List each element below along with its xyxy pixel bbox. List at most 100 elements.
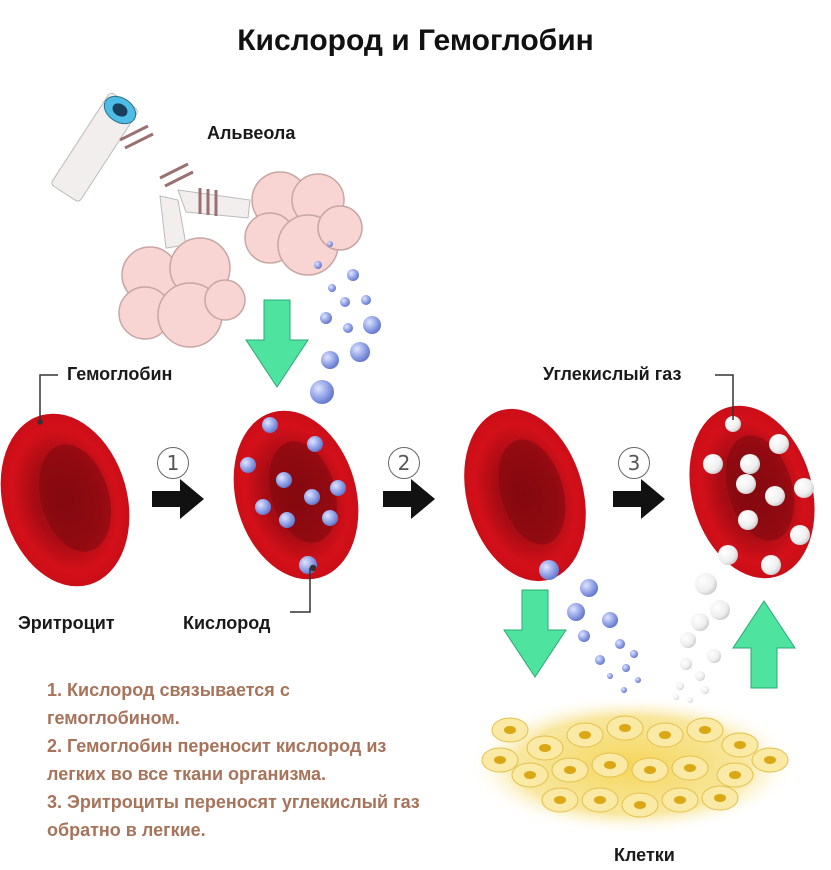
oxygen-molecule (578, 630, 590, 642)
tissue-cell-nucleus (699, 726, 711, 734)
tissue-cell-nucleus (564, 766, 576, 774)
tissue-cell-nucleus (504, 726, 516, 734)
label-co2: Углекислый газ (543, 364, 682, 384)
oxygen-molecule (304, 489, 320, 505)
co2-molecule (765, 486, 785, 506)
oxygen-molecule (340, 297, 350, 307)
leader-oxygen (290, 568, 311, 613)
description-item-1: 1. Кислород связывается с гемоглобином. (47, 680, 290, 728)
co2-molecule (687, 697, 693, 703)
co2-molecule (710, 600, 730, 620)
co2-molecule (736, 474, 756, 494)
leader-lines (37, 374, 734, 613)
oxygen-molecule (580, 579, 598, 597)
co2-molecule (740, 454, 760, 474)
oxygen-molecule (276, 472, 292, 488)
co2-molecule (701, 686, 709, 694)
co2-molecule (794, 478, 814, 498)
co2-molecule (718, 545, 738, 565)
oxygen-molecule (327, 241, 333, 247)
page-title: Кислород и Гемоглобин (237, 24, 594, 57)
oxygen-stream-to-tissue (539, 560, 641, 693)
co2-molecule (738, 510, 758, 530)
tissue-cell-nucleus (594, 796, 606, 804)
oxygen-molecule (328, 284, 336, 292)
oxygen-molecule (322, 510, 338, 526)
oxygen-molecule (310, 380, 334, 404)
oxygen-molecule (350, 342, 370, 362)
co2-stream-from-tissue (673, 573, 730, 703)
red-blood-cell-1 (0, 413, 130, 587)
tissue-cell-nucleus (634, 801, 646, 809)
oxygen-molecule (595, 655, 605, 665)
leader-hemoglobin (39, 374, 58, 420)
tissue-cell-nucleus (604, 761, 616, 769)
co2-molecule (769, 434, 789, 454)
tissue-cell-nucleus (579, 731, 591, 739)
tissue-cell-nucleus (734, 741, 746, 749)
co2-molecule (703, 454, 723, 474)
oxygen-molecule (622, 664, 630, 672)
red-blood-cell-2 (233, 410, 359, 580)
oxygen-molecule (307, 436, 323, 452)
black-arrow-2 (383, 479, 435, 519)
co2-molecule (695, 671, 705, 681)
step-number-3: 3 (618, 447, 650, 479)
tissue-cell-nucleus (619, 724, 631, 732)
leader-co2 (715, 374, 734, 420)
tissue-cells (467, 695, 797, 835)
co2-molecule (680, 658, 692, 670)
oxygen-molecule (314, 261, 322, 269)
label-alveola: Альвеола (207, 123, 296, 143)
oxygen-molecule (363, 316, 381, 334)
oxygen-molecule (262, 417, 278, 433)
co2-molecule (691, 613, 709, 631)
tissue-cell-nucleus (729, 771, 741, 779)
oxygen-molecule (343, 323, 353, 333)
label-cells: Клетки (614, 845, 675, 865)
tissue-cell-nucleus (539, 744, 551, 752)
alveoli-illustration (51, 92, 363, 348)
co2-molecule (761, 555, 781, 575)
co2-molecule (680, 632, 696, 648)
tissue-cell-nucleus (684, 764, 696, 772)
step-number-2: 2 (388, 447, 420, 479)
oxygen-molecule (279, 512, 295, 528)
green-arrow-down-lung (245, 299, 309, 388)
tissue-cell-nucleus (659, 731, 671, 739)
oxygen-molecule (539, 560, 559, 580)
oxygen-molecule (255, 499, 271, 515)
green-arrow-down-tissue (503, 589, 567, 678)
oxygen-molecule (240, 457, 256, 473)
co2-molecule (695, 573, 717, 595)
oxygen-stream (310, 241, 381, 404)
co2-molecule (676, 682, 684, 690)
oxygen-molecule (635, 677, 641, 683)
description-item-2: 2. Гемоглобин переносит кислород из легк… (47, 736, 387, 784)
tissue-cell-nucleus (494, 756, 506, 764)
oxygen-molecule (347, 269, 359, 281)
description-item-3: 3. Эритроциты переносят углекислый газ о… (47, 792, 420, 840)
co2-molecule (725, 416, 741, 432)
oxygen-molecule (607, 673, 613, 679)
tissue-cell-nucleus (524, 771, 536, 779)
oxygen-molecule (567, 603, 585, 621)
oxygen-molecule (299, 556, 317, 574)
oxygen-molecule (630, 650, 638, 658)
step-number-1: 1 (157, 447, 189, 479)
red-blood-cell-3 (464, 408, 586, 582)
label-hemoglobin: Гемоглобин (67, 364, 173, 384)
oxygen-molecule (602, 612, 618, 628)
tissue-cell-nucleus (714, 794, 726, 802)
oxygen-molecule (361, 295, 371, 305)
co2-molecule (707, 649, 721, 663)
black-arrow-1 (152, 479, 204, 519)
co2-molecule (673, 694, 679, 700)
tissue-cell-nucleus (554, 796, 566, 804)
label-oxygen: Кислород (183, 613, 271, 633)
oxygen-molecule (330, 480, 346, 496)
oxygen-molecule (320, 312, 332, 324)
green-arrow-up-tissue (732, 600, 796, 689)
description-list: 1. Кислород связывается с гемоглобином. … (47, 676, 427, 844)
